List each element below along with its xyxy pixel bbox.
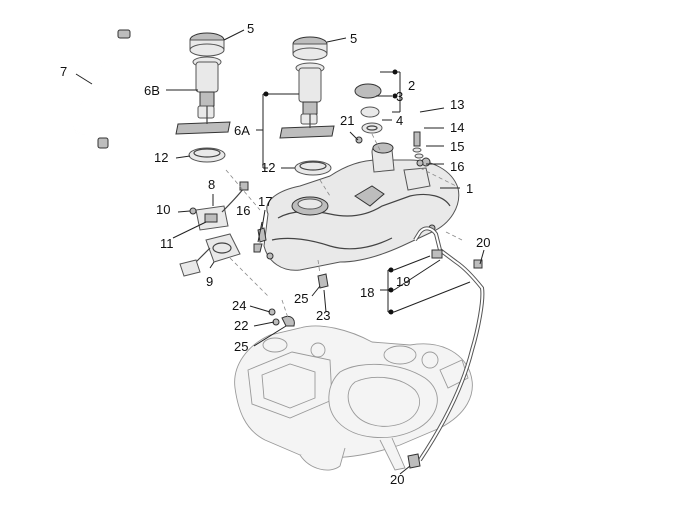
callout-20-upper: 20 <box>476 235 490 250</box>
callout-5-right: 5 <box>350 31 357 46</box>
callout-1: 1 <box>466 181 473 196</box>
fuel-tank <box>263 142 460 271</box>
callout-19: 19 <box>396 274 410 289</box>
callout-7: 7 <box>60 64 67 79</box>
callout-18: 18 <box>360 285 374 300</box>
callout-11: 11 <box>160 236 174 251</box>
gasket-ring-12-right <box>294 160 332 176</box>
callout-2: 2 <box>408 78 415 93</box>
callout-15: 15 <box>450 139 464 154</box>
callout-14: 14 <box>450 120 464 135</box>
screw-23 <box>317 273 329 289</box>
callout-9: 9 <box>206 274 213 289</box>
fuel-level-sensor <box>179 181 249 277</box>
breather-hose <box>407 226 485 469</box>
fuel-pump-6B <box>175 32 231 135</box>
filler-cap <box>354 83 382 99</box>
callout-17: 17 <box>258 194 272 209</box>
fuel-pump-6A <box>279 36 335 139</box>
callout-16-lower: 16 <box>236 203 250 218</box>
callout-13: 13 <box>450 97 464 112</box>
hose-7 <box>71 29 131 149</box>
callout-12-left: 12 <box>154 150 168 165</box>
seal-3 <box>360 106 380 118</box>
callout-16-upper: 16 <box>450 159 464 174</box>
callout-22: 22 <box>234 318 248 333</box>
ring-4 <box>361 122 383 134</box>
callout-labels: 5 5 7 6B 6A 2 3 4 21 13 14 15 16 12 12 1… <box>60 21 490 487</box>
fastener-21 <box>355 136 363 144</box>
callout-6A: 6A <box>234 123 250 138</box>
callout-24: 24 <box>232 298 246 313</box>
screw-13 <box>413 131 421 147</box>
engine-unit <box>234 325 473 471</box>
clip-16 <box>253 243 263 253</box>
callout-21: 21 <box>340 113 354 128</box>
callout-12-right: 12 <box>261 160 275 175</box>
callout-25-lower: 25 <box>234 339 248 354</box>
callout-3: 3 <box>396 89 403 104</box>
callout-23: 23 <box>316 308 330 323</box>
callout-25-upper: 25 <box>294 291 308 306</box>
callout-5-left: 5 <box>247 21 254 36</box>
callout-6B: 6B <box>144 83 160 98</box>
callout-4: 4 <box>396 113 403 128</box>
gasket-ring-12-left <box>188 147 226 163</box>
callout-10: 10 <box>156 202 170 217</box>
callout-20-lower: 20 <box>390 472 404 487</box>
callout-8: 8 <box>208 177 215 192</box>
